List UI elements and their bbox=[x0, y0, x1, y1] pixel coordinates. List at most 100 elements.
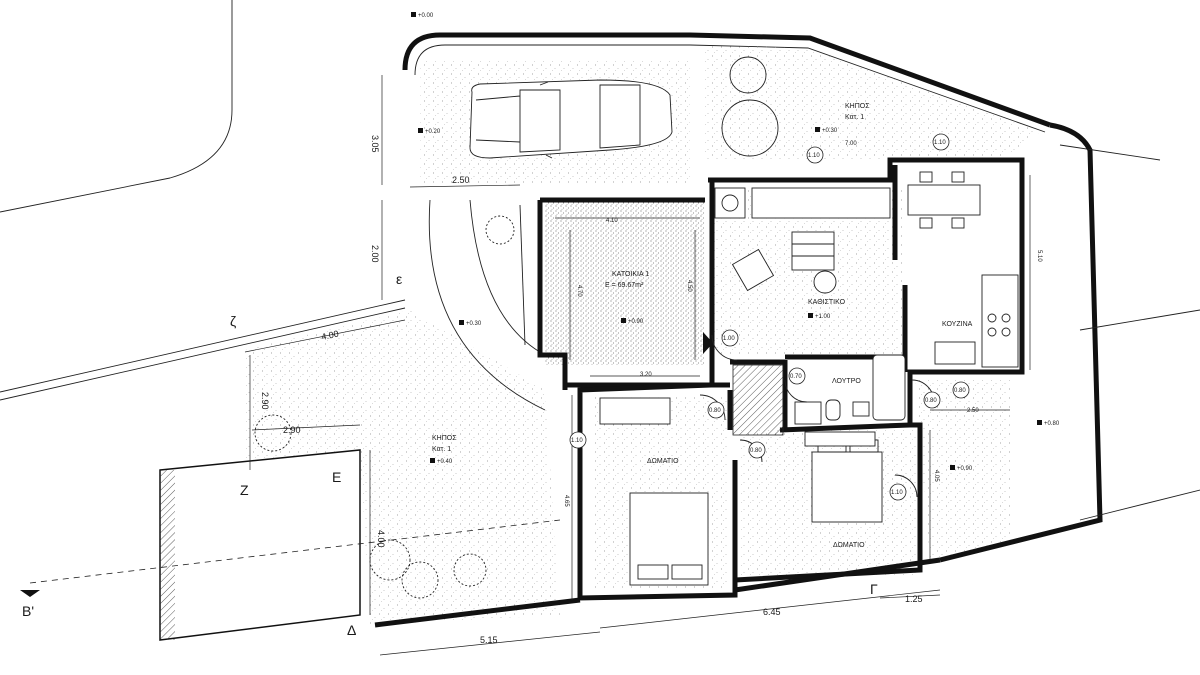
right-boundary bbox=[939, 122, 1103, 563]
corner-label-gamma: Γ bbox=[870, 581, 878, 597]
elev-right-outer: +0.80 bbox=[1044, 421, 1060, 427]
armchair bbox=[731, 248, 775, 292]
right-road-line bbox=[1059, 144, 1200, 521]
elev-path: +0.30 bbox=[466, 321, 482, 327]
door-tag-1: 1.10 bbox=[808, 153, 820, 159]
wardrobe-1 bbox=[599, 397, 671, 425]
room-living: ΚΑΘΙΣΤΙΚΟ bbox=[808, 299, 846, 306]
garden-right-paving bbox=[705, 45, 1040, 160]
door-tag-5: 0.80 bbox=[709, 408, 721, 414]
section-line bbox=[29, 519, 561, 584]
dim-400-left: 4.00 bbox=[320, 329, 339, 342]
door-tag-4: 0.70 bbox=[790, 374, 802, 380]
fireplace bbox=[714, 187, 746, 219]
door-swings bbox=[699, 334, 935, 498]
elev-patio: +0.90 bbox=[628, 319, 644, 325]
dim-250-top: 2.50 bbox=[452, 175, 470, 185]
dim-645: 6.45 bbox=[763, 607, 781, 617]
garden-path-inner bbox=[469, 199, 546, 356]
house-outer-wall bbox=[577, 157, 1025, 601]
round-table bbox=[813, 270, 837, 294]
dim-510: 5.10 bbox=[1036, 250, 1042, 262]
corner-label-epsilon: ε bbox=[396, 271, 402, 287]
fireplace-ring bbox=[721, 194, 739, 212]
corner-label-Z: Z bbox=[240, 482, 249, 498]
elev-right-low: +0.90 bbox=[957, 466, 973, 472]
top-boundary-inner bbox=[414, 44, 1046, 133]
chair-2 bbox=[951, 171, 965, 183]
dim-400-bottom: 4.00 bbox=[376, 530, 386, 548]
tree-shrubs bbox=[254, 56, 779, 599]
dim-515: 5.15 bbox=[480, 635, 498, 645]
chair-1 bbox=[919, 171, 933, 183]
kitchen-counter bbox=[981, 274, 1019, 368]
bathtub bbox=[872, 354, 906, 421]
dim-450: 4.50 bbox=[686, 280, 692, 292]
corner-label-delta: Δ bbox=[347, 622, 356, 638]
elev-garden-right: +0.30 bbox=[822, 128, 838, 134]
door-tag-8: 0.80 bbox=[750, 448, 762, 454]
elevation-marks bbox=[411, 12, 1042, 470]
door-tag-6: 0.80 bbox=[954, 388, 966, 394]
dim-470: 4.70 bbox=[576, 285, 582, 297]
garden-path bbox=[428, 199, 546, 411]
section-arrow bbox=[20, 590, 40, 597]
top-boundary bbox=[402, 32, 1051, 128]
site-boundary-line bbox=[0, 299, 406, 393]
bottom-boundary bbox=[374, 557, 941, 628]
right-side-paving bbox=[915, 380, 1010, 560]
section-marker-label: B' bbox=[22, 603, 34, 619]
hallway-stairs bbox=[732, 364, 784, 436]
elev-garden-left: +0.40 bbox=[437, 459, 453, 465]
garden-path-edge bbox=[519, 204, 526, 346]
bed-2 bbox=[811, 451, 883, 523]
door-tag-10: 1.10 bbox=[571, 438, 583, 444]
garden-right-sub: Κατ. 1 bbox=[845, 114, 864, 121]
house-title: ΚΑΤΟΙΚΙΑ 1 bbox=[612, 271, 649, 278]
bed-1 bbox=[629, 492, 709, 586]
toilet bbox=[825, 399, 841, 421]
neighbor-building bbox=[159, 449, 361, 641]
wardrobe-2 bbox=[804, 431, 876, 447]
door-tag-9: 1.10 bbox=[891, 490, 903, 496]
dim-320: 3.20 bbox=[640, 372, 652, 378]
washbasin bbox=[852, 401, 870, 417]
bath-cabinet bbox=[794, 401, 822, 425]
elev-top: +0.00 bbox=[418, 13, 434, 19]
door-tag-2: 1.10 bbox=[934, 140, 946, 146]
room-bedroom-1: ΔΩΜΑΤΙΟ bbox=[647, 458, 679, 465]
wall-bed1 bbox=[727, 390, 738, 580]
house-area: E = 69.67m² bbox=[605, 282, 644, 289]
elev-driveway: +0.20 bbox=[425, 129, 441, 135]
garden-left-title: ΚΗΠΟΣ bbox=[432, 435, 457, 442]
wall-bath-bed bbox=[779, 360, 911, 433]
chair-4 bbox=[951, 217, 965, 229]
sofa bbox=[751, 187, 891, 219]
dim-465: 4.65 bbox=[563, 495, 569, 507]
chair-3 bbox=[919, 217, 933, 229]
door-tag-circles bbox=[569, 133, 970, 501]
garden-right-title: ΚΗΠΟΣ bbox=[845, 103, 870, 110]
room-bath: ΛΟΥΤΡΟ bbox=[832, 378, 861, 385]
dim-290-h: 2.90 bbox=[283, 425, 301, 435]
door-tag-3: 1.00 bbox=[723, 336, 735, 342]
corner-label-zeta: ζ bbox=[230, 313, 236, 329]
garden-left-paving bbox=[245, 310, 560, 625]
coffee-table bbox=[791, 231, 835, 271]
dim-290-v: 2.90 bbox=[260, 392, 270, 410]
dim-405: 4.05 bbox=[933, 470, 939, 482]
dim-125: 1.25 bbox=[905, 594, 923, 604]
dimension-lines bbox=[244, 75, 1031, 656]
dim-200: 2.00 bbox=[370, 245, 380, 263]
site-boundary-line-2 bbox=[0, 307, 406, 401]
road-edge bbox=[0, 0, 233, 213]
dim-305: 3.05 bbox=[370, 135, 380, 153]
entry-arrow bbox=[703, 332, 713, 354]
dining-table bbox=[907, 184, 981, 216]
door-tag-7: 0.80 bbox=[925, 398, 937, 404]
kitchen-sink bbox=[934, 341, 976, 365]
elev-living: +1.00 bbox=[815, 314, 831, 320]
neighbor-building-hatch bbox=[160, 470, 175, 640]
car-drawing bbox=[469, 79, 673, 159]
